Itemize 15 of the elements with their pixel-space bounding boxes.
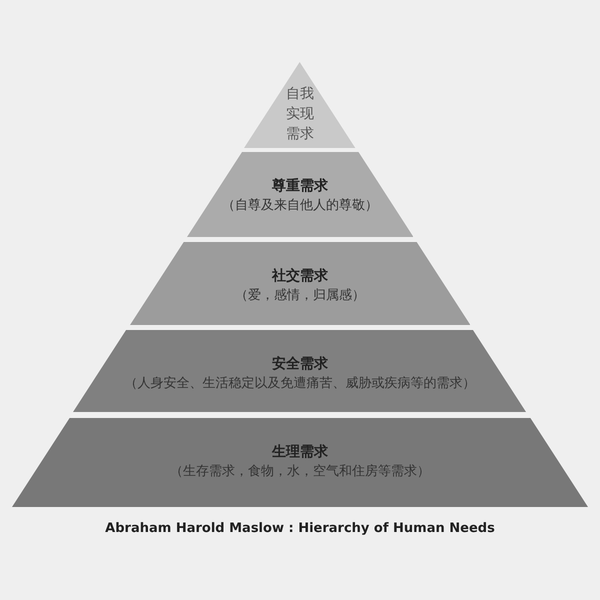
pyramid-band bbox=[73, 330, 526, 412]
pyramid-band bbox=[186, 152, 414, 237]
caption: Abraham Harold Maslow : Hierarchy of Human Needs bbox=[104, 521, 496, 536]
level-description: （爱，感情，归属感） bbox=[234, 287, 366, 304]
pyramid-band bbox=[130, 242, 470, 325]
level-description: （生存需求，食物，水，空气和住房等需求） bbox=[169, 463, 431, 480]
level-description: （自尊及来自他人的尊敬） bbox=[220, 197, 379, 214]
pyramid-top bbox=[244, 62, 356, 148]
level-title: 尊重需求 bbox=[270, 177, 329, 195]
level-title: 安全需求 bbox=[270, 355, 329, 373]
level-title: 社交需求 bbox=[270, 267, 329, 285]
level-title: 生理需求 bbox=[270, 443, 329, 461]
pyramid-band bbox=[12, 418, 588, 507]
level-label: 自我实现需求 bbox=[284, 85, 315, 144]
level-description: （人身安全、生活稳定以及免遭痛苦、威胁或疾病等的需求） bbox=[123, 375, 476, 392]
